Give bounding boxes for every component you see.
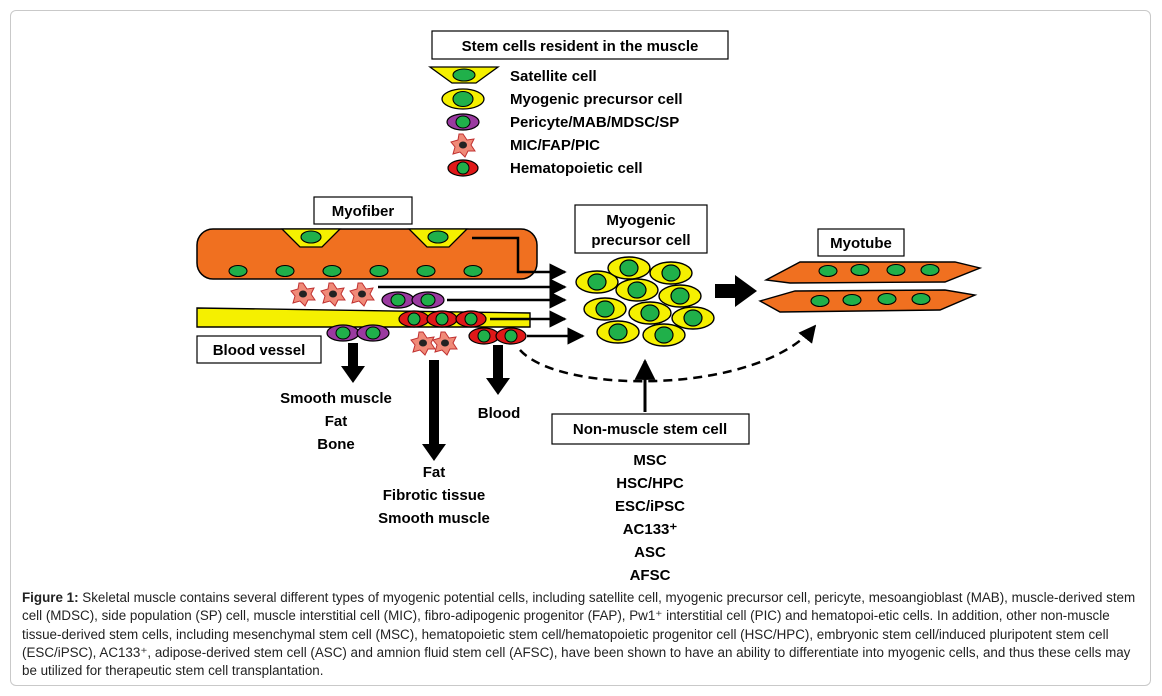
- myotube-nucleus: [886, 263, 906, 277]
- legend-pericyte-icon: [446, 113, 480, 131]
- myogenic-precursor-cell: [607, 256, 651, 280]
- caption-text: Skeletal muscle contains several differe…: [22, 590, 1136, 679]
- mic-cell: [320, 282, 346, 307]
- myogenic-precursor-cell: [583, 297, 627, 321]
- pericyte-cell: [381, 291, 415, 309]
- caption-label: Figure 1:: [22, 590, 79, 605]
- non-muscle-item: HSC/HPC: [616, 475, 684, 492]
- mic-cell: [290, 282, 316, 307]
- pericyte-differentiation-arrow: [341, 343, 365, 383]
- non-muscle-label: Non-muscle stem cell: [573, 421, 727, 438]
- hematopoietic-cell: [495, 327, 527, 345]
- legend-label-myogenic-precursor: Myogenic precursor cell: [510, 91, 683, 108]
- legend-label-mic: MIC/FAP/PIC: [510, 137, 600, 154]
- legend-mic-icon: [450, 133, 476, 158]
- myogenic-precursor-cell: [658, 284, 702, 308]
- pericyte-cell: [326, 324, 360, 342]
- non-muscle-item: AFSC: [630, 567, 671, 584]
- myotube-nucleus: [850, 263, 870, 277]
- pericyte-output: Smooth muscle: [280, 390, 392, 407]
- mic-cell: [432, 331, 458, 356]
- myotube-nucleus: [842, 293, 862, 307]
- myogenic-precursor-cell: [671, 306, 715, 330]
- myogenic-precursor-cell: [628, 301, 672, 325]
- hematopoietic-cell: [468, 327, 500, 345]
- legend-label-pericyte: Pericyte/MAB/MDSC/SP: [510, 114, 679, 131]
- myonucleus: [416, 264, 436, 278]
- myonucleus: [322, 264, 342, 278]
- myotube-label-box: [817, 228, 905, 257]
- myogenic-precursor-cell: [596, 320, 640, 344]
- pericyte-output: Fat: [325, 413, 348, 430]
- myogenic-precursor-label: precursor cell: [591, 232, 690, 249]
- myotube: [758, 289, 978, 313]
- mic-output: Smooth muscle: [378, 510, 490, 527]
- myogenic-precursor-label-box: [574, 204, 708, 254]
- legend-label-hematopoietic: Hematopoietic cell: [510, 160, 643, 177]
- myogenic-precursor-cell: [615, 278, 659, 302]
- legend: Stem cells resident in the muscle Satell…: [428, 30, 729, 177]
- non-muscle-item: ESC/iPSC: [615, 498, 685, 515]
- myogenic-precursor-cluster: [575, 256, 715, 347]
- non-muscle-item: MSC: [633, 452, 667, 469]
- myotube-label: Myotube: [830, 235, 892, 252]
- myonucleus: [463, 264, 483, 278]
- figure-caption: Figure 1: Skeletal muscle contains sever…: [22, 589, 1144, 680]
- hematopoietic-cell: [455, 310, 487, 328]
- blood-vessel: Blood vessel: [196, 307, 567, 364]
- figure-frame: [10, 10, 1151, 686]
- myotube-nucleus: [877, 292, 897, 306]
- legend-label-satellite: Satellite cell: [510, 68, 597, 85]
- blood-differentiation-arrow: [486, 345, 510, 395]
- satellite-cell: [280, 228, 342, 248]
- myotube-nucleus: [818, 264, 838, 278]
- myofiber-label: Myofiber: [332, 203, 395, 220]
- myotube-nucleus: [810, 294, 830, 308]
- pericyte-cell: [411, 291, 445, 309]
- myogenic-precursor-cell: [642, 323, 686, 347]
- mic-output: Fibrotic tissue: [383, 487, 486, 504]
- myofiber: Myofiber: [196, 196, 567, 281]
- non-muscle-item: AC133⁺: [623, 521, 678, 538]
- blood-output: Blood: [478, 405, 521, 422]
- legend-hematopoietic-icon: [447, 159, 479, 177]
- stem-cell-diagram: Stem cells resident in the muscle Satell…: [196, 30, 983, 584]
- satellite-to-precursor-arrow: [472, 236, 567, 281]
- mic-differentiation-arrow: [422, 360, 446, 461]
- non-muscle-label-box: [551, 413, 750, 445]
- satellite-cell: [407, 228, 469, 248]
- legend-title: Stem cells resident in the muscle: [462, 38, 699, 55]
- legend-title-box: [431, 30, 729, 60]
- myofiber-body: [196, 228, 538, 280]
- hematopoietic-cell: [398, 310, 430, 328]
- myogenic-precursor-cell: [649, 261, 693, 285]
- myotube-nucleus: [911, 292, 931, 306]
- blood-vessel-label: Blood vessel: [213, 342, 306, 359]
- myofiber-label-box: [313, 196, 413, 225]
- pericyte-output: Bone: [317, 436, 355, 453]
- myogenic-precursor-label: Myogenic: [606, 212, 675, 229]
- legend-myogenic-precursor-icon: [441, 88, 485, 110]
- hematopoietic-to-myotube-arrow: [519, 324, 817, 383]
- mic-output: Fat: [423, 464, 446, 481]
- myonucleus: [228, 264, 248, 278]
- legend-satellite-icon: [428, 66, 500, 84]
- non-muscle-list: MSC HSC/HPC ESC/iPSC AC133⁺ ASC AFSC: [615, 452, 685, 584]
- mic-cell: [410, 331, 436, 356]
- fusion-arrow: [715, 275, 757, 307]
- myotube: [763, 261, 983, 284]
- myotube-nucleus: [920, 263, 940, 277]
- non-muscle-item: ASC: [634, 544, 666, 561]
- myonucleus: [275, 264, 295, 278]
- pericyte-cell: [356, 324, 390, 342]
- mic-cell: [349, 282, 375, 307]
- blood-vessel-label-box: [196, 335, 322, 364]
- hematopoietic-cell: [426, 310, 458, 328]
- myonucleus: [369, 264, 389, 278]
